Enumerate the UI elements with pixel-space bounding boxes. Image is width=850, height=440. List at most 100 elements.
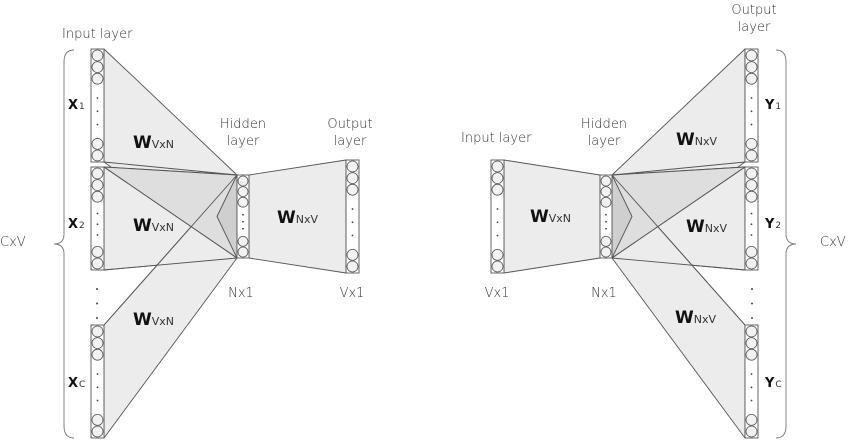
- neuron-node: [91, 167, 104, 180]
- skipgram-output-vector-yc: YC: [764, 376, 782, 391]
- cbow-hidden-column: [236, 174, 250, 259]
- ellipsis-dot: [750, 123, 753, 126]
- cbow-input-column-xc: [90, 324, 105, 439]
- cbow-output-column: [345, 159, 360, 274]
- neuron-node: [745, 337, 758, 350]
- neuron-node: [346, 160, 359, 173]
- skipgram-output-ellipsis: [751, 302, 753, 305]
- ellipsis-dot: [496, 234, 499, 237]
- neuron-node: [745, 413, 758, 426]
- skipgram-output-column-yc: [744, 324, 759, 439]
- neuron-node: [91, 337, 104, 350]
- skipgram-output-ellipsis: [751, 317, 753, 319]
- braces: [53, 49, 797, 439]
- skipgram-output-layer-label-line2: layer: [738, 20, 771, 35]
- neuron-node: [346, 183, 359, 196]
- cbow-input-vector-x2: X2: [68, 217, 85, 232]
- skipgram-context-brace: [775, 49, 797, 439]
- edge-line: [103, 257, 238, 271]
- skipgram-output-column-y1: [744, 48, 759, 163]
- ellipsis-dot: [96, 399, 99, 402]
- neuron-node: [491, 260, 504, 273]
- neuron-node: [91, 137, 104, 150]
- neuron-node: [346, 260, 359, 273]
- skipgram-diagram: Input layer Hidden layer Output layer Cx…: [461, 3, 846, 391]
- neuron-node: [491, 183, 504, 196]
- neuron-node: [745, 245, 758, 258]
- neuron-node: [491, 160, 504, 173]
- ellipsis-dot: [96, 223, 99, 226]
- skipgram-context-size-label: CxV: [820, 235, 846, 250]
- neuron-node: [745, 190, 758, 203]
- neuron-node: [600, 196, 612, 208]
- ellipsis-dot: [96, 110, 99, 113]
- neuron-node: [91, 413, 104, 426]
- cbow-output-layer-label-line1: Output: [327, 117, 372, 132]
- neuron-node: [600, 235, 612, 247]
- neuron-node: [745, 179, 758, 192]
- neuron-node: [237, 175, 249, 187]
- neuron-node: [600, 175, 612, 187]
- neuron-node: [91, 425, 104, 438]
- neuron-node: [237, 186, 249, 198]
- neuron-node: [491, 172, 504, 185]
- neuron-node: [91, 149, 104, 162]
- neuron-node: [346, 172, 359, 185]
- edge-line: [611, 257, 746, 271]
- edge-line: [103, 174, 238, 326]
- ellipsis-dot: [750, 399, 753, 402]
- neuron-node: [745, 167, 758, 180]
- neuron-node: [237, 235, 249, 247]
- ellipsis-dot: [605, 213, 607, 216]
- neuron-node: [745, 49, 758, 62]
- cbow-input-vector-x1: X1: [68, 98, 85, 113]
- skipgram-input-dim-label: Vx1: [485, 286, 510, 301]
- neuron-node: [600, 246, 612, 258]
- edge-line: [103, 166, 238, 259]
- neuron-node: [745, 149, 758, 162]
- edge-line: [611, 174, 746, 326]
- ellipsis-dot: [605, 227, 607, 230]
- ellipsis-dot: [750, 373, 753, 375]
- neuron-node: [346, 248, 359, 261]
- edge-line: [611, 166, 746, 259]
- cbow-diagram: Input layer Hidden layer Output layer Cx…: [0, 27, 373, 391]
- neuron-node: [745, 61, 758, 73]
- neuron-node: [237, 196, 249, 208]
- ellipsis-dot: [750, 212, 753, 215]
- skipgram-output-vector-y1: Y1: [764, 98, 781, 113]
- cbow-input-layer-label: Input layer: [62, 27, 133, 42]
- neuron-node: [745, 137, 758, 150]
- cbow-hidden-layer-label-line1: Hidden: [220, 117, 266, 132]
- ellipsis-dot: [96, 386, 99, 389]
- neuron-node: [745, 425, 758, 438]
- skipgram-hidden-column: [599, 174, 613, 259]
- cbow-context-brace: [53, 49, 75, 439]
- neuron-node: [91, 49, 104, 62]
- neuron-node: [600, 186, 612, 198]
- skipgram-output-ellipsis: [751, 288, 753, 290]
- neuron-node: [745, 348, 758, 361]
- neuron-node: [745, 257, 758, 270]
- neuron-node: [91, 179, 104, 192]
- neuron-node: [745, 72, 758, 85]
- weight-fans: [103, 48, 746, 439]
- neuron-node: [91, 257, 104, 270]
- skipgram-output-vector-y2: Y2: [764, 217, 781, 232]
- skipgram-output-weight-2: WNxV: [686, 217, 728, 237]
- cbow-context-size-label: CxV: [0, 235, 26, 250]
- skipgram-output-weight-1: WNxV: [676, 130, 718, 150]
- ellipsis-dot: [96, 97, 99, 99]
- ellipsis-dot: [242, 213, 244, 216]
- cbow-input-ellipsis: [96, 302, 98, 305]
- ellipsis-dot: [750, 97, 753, 99]
- skipgram-input-weight: WVxN: [530, 207, 571, 227]
- ellipsis-dot: [242, 227, 244, 230]
- neuron-node: [91, 72, 104, 85]
- skipgram-output-weight-c: WNxV: [675, 308, 717, 328]
- ellipsis-dot: [96, 373, 99, 375]
- skipgram-output-column-y2: [744, 166, 759, 271]
- ellipsis-dot: [96, 123, 99, 126]
- cbow-input-vector-xc: XC: [68, 376, 85, 391]
